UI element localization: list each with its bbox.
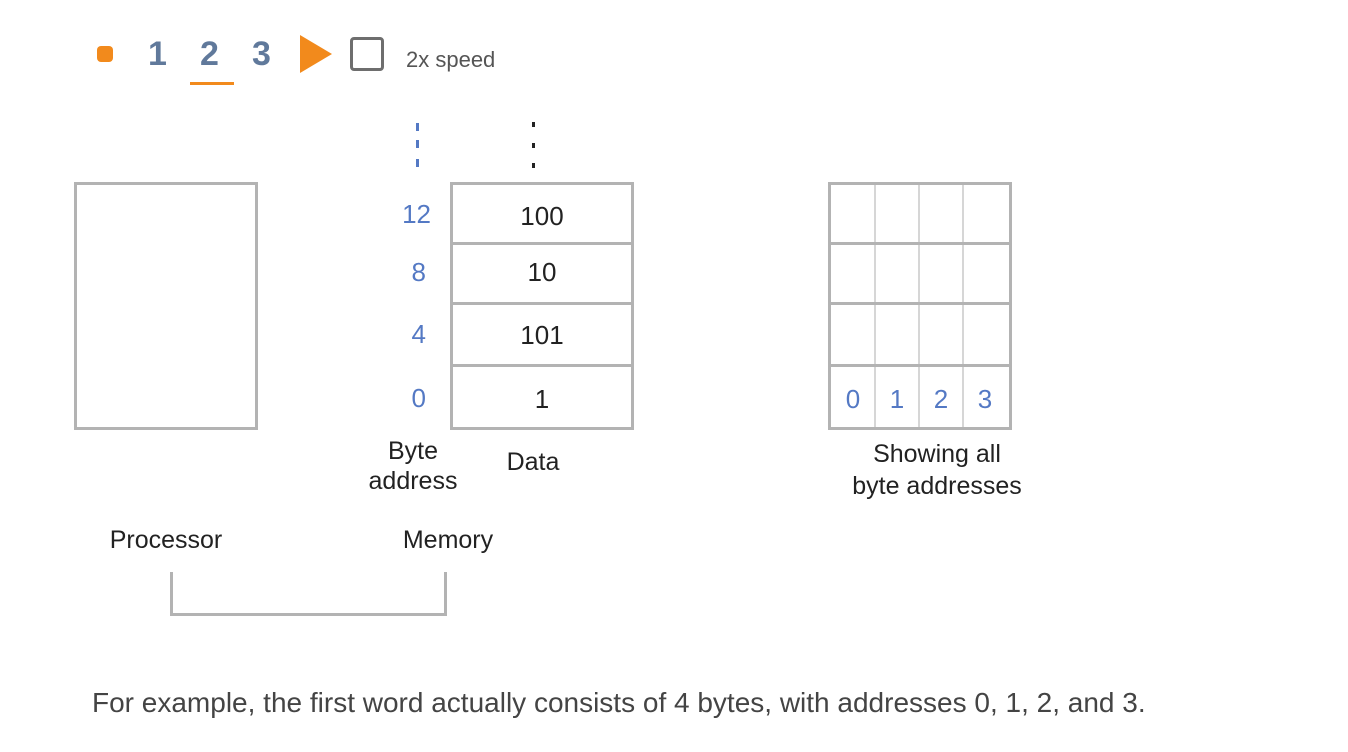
- byte-address-8: 8: [411, 257, 426, 287]
- step-1-button[interactable]: 1: [148, 35, 167, 73]
- byte-address-label: 3: [977, 384, 993, 414]
- processor-label: Processor: [109, 526, 223, 554]
- word-divider: [831, 302, 1009, 305]
- memory-cell: 10: [527, 257, 557, 287]
- play-icon[interactable]: [300, 35, 332, 73]
- address-dot: [416, 159, 419, 167]
- data-dot: [532, 122, 535, 127]
- data-label: Data: [506, 448, 560, 476]
- address-dot: [416, 123, 419, 131]
- step-3-button[interactable]: 3: [252, 35, 271, 73]
- byte-address-label: 0: [845, 384, 861, 414]
- data-dot: [532, 143, 535, 148]
- step-2-button[interactable]: 2: [200, 35, 219, 73]
- byte-address-label-line2: address: [368, 467, 458, 495]
- memory-cell: 100: [520, 201, 564, 231]
- byte-view-label-line2: byte addresses: [852, 472, 1022, 500]
- memory-cell: 1: [534, 384, 550, 414]
- byte-divider: [874, 185, 876, 427]
- memory-box: 100 10 101 1: [450, 182, 634, 430]
- caption-text: For example, the first word actually con…: [92, 687, 1146, 718]
- word-divider: [831, 364, 1009, 367]
- byte-address-0: 0: [411, 383, 426, 413]
- memory-label: Memory: [402, 526, 494, 554]
- byte-divider: [962, 185, 964, 427]
- byte-view-label-line1: Showing all: [873, 440, 1001, 468]
- stop-button[interactable]: [97, 46, 113, 62]
- byte-grid-box: 0 1 2 3: [828, 182, 1012, 430]
- byte-address-label: 1: [889, 384, 905, 414]
- byte-address-12: 12: [402, 199, 431, 229]
- word-divider: [831, 242, 1009, 245]
- byte-address-4: 4: [411, 319, 426, 349]
- byte-address-label: 2: [933, 384, 949, 414]
- byte-address-label-line1: Byte: [387, 437, 439, 465]
- processor-memory-connector: [170, 572, 447, 616]
- memory-divider: [453, 242, 631, 245]
- processor-box: [74, 182, 258, 430]
- memory-divider: [453, 302, 631, 305]
- memory-cell: 101: [520, 320, 564, 350]
- address-dot: [416, 140, 419, 148]
- speed-checkbox[interactable]: [350, 37, 384, 71]
- data-dot: [532, 163, 535, 168]
- active-step-indicator: [190, 82, 234, 85]
- byte-divider: [918, 185, 920, 427]
- memory-divider: [453, 364, 631, 367]
- speed-label: 2x speed: [406, 47, 496, 72]
